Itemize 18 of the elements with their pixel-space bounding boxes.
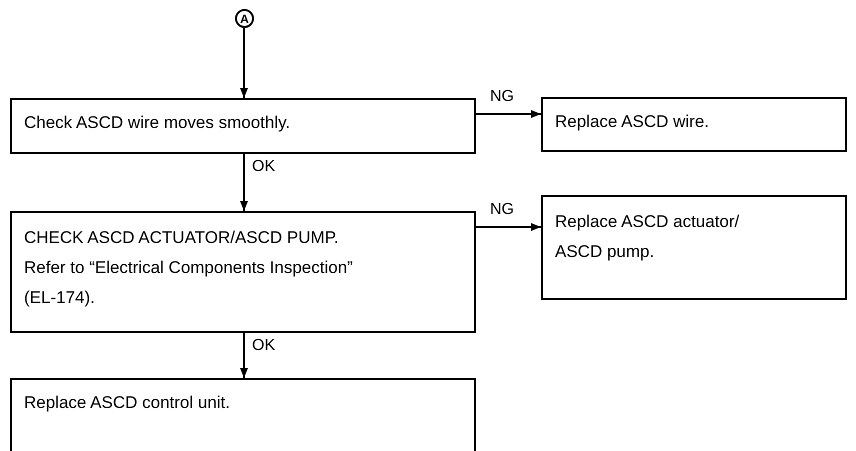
arrow (240, 154, 248, 211)
box-text: Replace ASCD control unit. (24, 392, 231, 414)
process-box (10, 98, 476, 154)
process-box (541, 97, 847, 152)
arrow (240, 28, 248, 98)
connector-letter: A (240, 12, 249, 24)
arrow (476, 110, 541, 118)
box-text: Replace ASCD actuator/ ASCD pump. (555, 211, 740, 263)
arrow (476, 223, 541, 231)
box-text: Check ASCD wire moves smoothly. (24, 112, 292, 134)
box-text: Refer to “Electrical Components Inspection” (EL-174). (24, 257, 354, 309)
process-box (10, 211, 476, 333)
process-box (10, 378, 476, 451)
box-text: Replace ASCD wire. (555, 111, 710, 133)
box-text: CHECK ASCD ACTUATOR/ASCD PUMP. (24, 227, 340, 249)
process-box (541, 195, 847, 300)
arrow (240, 333, 248, 378)
connector-circle (235, 9, 254, 28)
